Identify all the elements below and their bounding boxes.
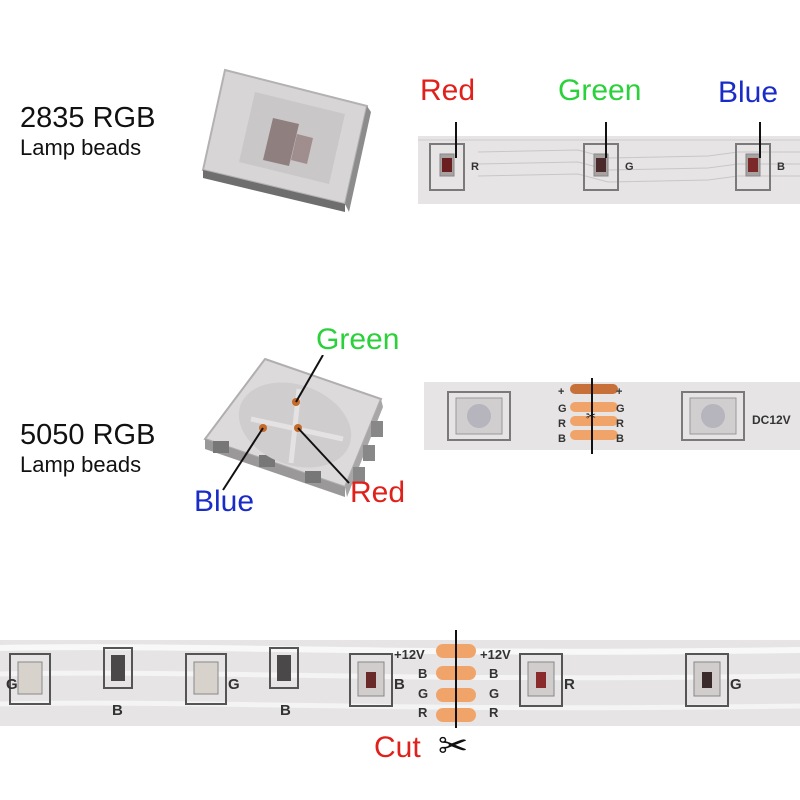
strip-long-illustration <box>0 630 800 728</box>
strip-pad-right-g: G <box>489 686 500 701</box>
strip-pad-left-r: R <box>418 705 428 720</box>
strip-pad-right-12v: +12V <box>480 647 511 662</box>
pad-5050-left-g: G <box>558 403 567 415</box>
pad-5050-right-g: G <box>616 403 625 415</box>
strip-pad-left-b: B <box>418 666 428 681</box>
model-5050-subtitle: Lamp beads <box>20 452 142 477</box>
pad-5050-left-plus: + <box>558 386 565 398</box>
led-2835-chip-illustration <box>201 68 371 212</box>
scissors-icon: ✂ <box>438 725 469 766</box>
strip-2835-letter-r: R <box>471 161 479 173</box>
strip-pad-right-r: R <box>489 705 499 720</box>
label-2835-red: Red <box>420 74 476 107</box>
strip-bead-letter-4: B <box>280 702 291 719</box>
label-5050-red: Red <box>350 476 406 509</box>
label-5050-green: Green <box>316 323 400 356</box>
svg-text:✂: ✂ <box>586 409 596 423</box>
pad-5050-right-plus: + <box>616 386 623 398</box>
model-2835-subtitle: Lamp beads <box>20 135 142 160</box>
strip-5050-voltage: DC12V <box>752 413 791 427</box>
strip-bead-letter-1: G <box>6 676 18 693</box>
strip-bead-letter-2: B <box>112 702 123 719</box>
strip-pad-right-b: B <box>489 666 499 681</box>
strip-pad-left-12v: +12V <box>394 647 425 662</box>
cut-label: Cut <box>374 731 421 764</box>
strip-bead-letter-3: G <box>228 676 240 693</box>
strip-pad-left-g: G <box>418 686 429 701</box>
pad-5050-left-r: R <box>558 418 566 430</box>
pad-5050-right-r: R <box>616 418 624 430</box>
strip-5050-illustration: ✂ <box>424 378 800 454</box>
pad-5050-right-b: B <box>616 433 624 445</box>
pad-5050-left-b: B <box>558 433 566 445</box>
label-2835-green: Green <box>558 74 642 107</box>
model-5050-title: 5050 RGB <box>20 419 156 451</box>
strip-bead-letter-5: B <box>394 676 405 693</box>
strip-bead-letter-7: G <box>730 676 742 693</box>
label-5050-blue: Blue <box>194 485 255 518</box>
label-2835-blue: Blue <box>718 76 779 109</box>
strip-bead-letter-6: R <box>564 676 575 693</box>
model-2835-title: 2835 RGB <box>20 102 156 134</box>
strip-2835-letter-g: G <box>625 161 634 173</box>
led-5050-chip-illustration <box>203 355 383 497</box>
strip-2835-illustration <box>418 122 800 204</box>
strip-2835-letter-b: B <box>777 161 785 173</box>
